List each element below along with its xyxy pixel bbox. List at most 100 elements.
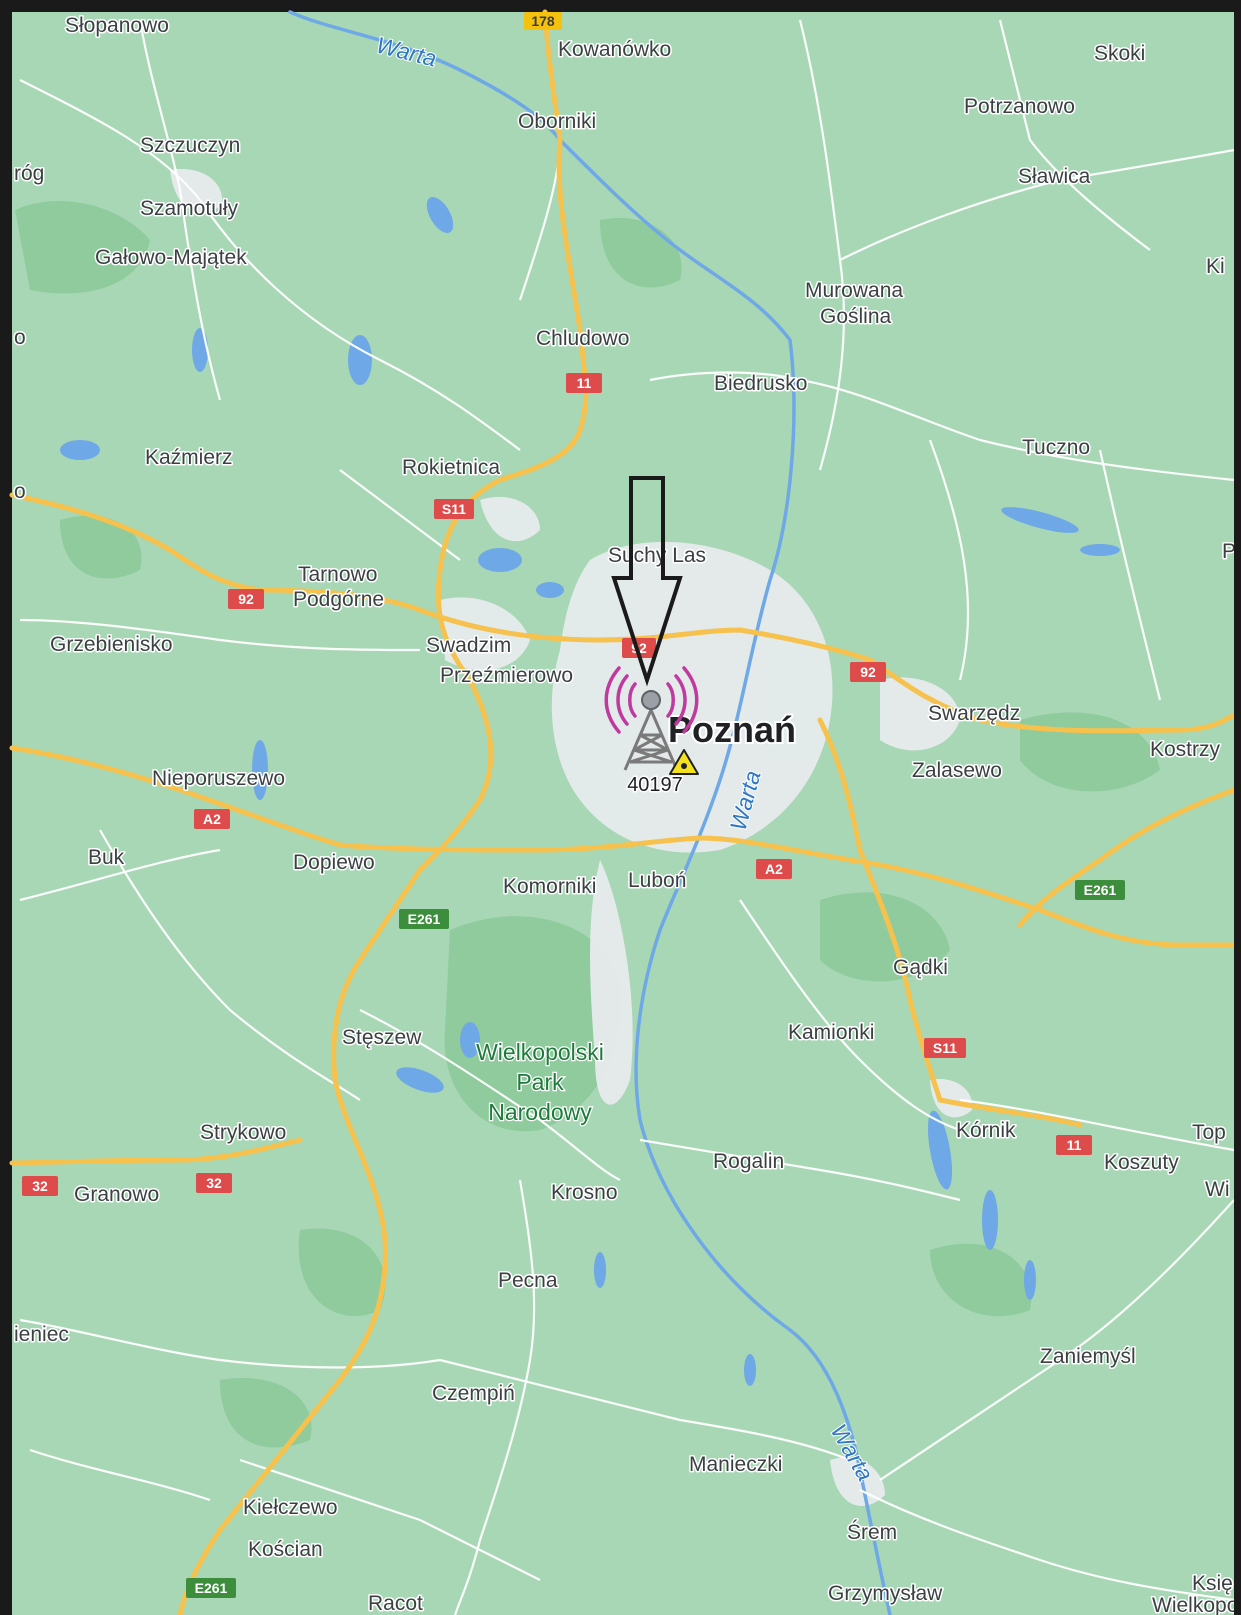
- town-label: Zalasewo: [912, 759, 1002, 782]
- town-label: Gałowo-Majątek: [95, 246, 247, 269]
- town-label: Strykowo: [200, 1121, 286, 1144]
- town-label: Słopanowo: [65, 14, 169, 37]
- road-shield-178: 178: [524, 12, 562, 30]
- town-label: Swadzim: [426, 634, 511, 657]
- town-label: Tuczno: [1022, 436, 1090, 459]
- town-label: Koszuty: [1104, 1151, 1179, 1174]
- town-label: Kiełczewo: [243, 1496, 338, 1519]
- town-label: Pecna: [498, 1269, 558, 1292]
- road-shield-s11: S11: [434, 499, 474, 519]
- urban-area: [170, 169, 973, 1506]
- town-label: Manieczki: [689, 1453, 782, 1476]
- town-label: Komorniki: [503, 875, 596, 898]
- road-shield-32-west: 32: [22, 1176, 58, 1196]
- town-label: Rogalin: [713, 1150, 784, 1173]
- town-label: Krosno: [551, 1181, 618, 1204]
- town-label: Nieporuszewo: [152, 767, 285, 790]
- town-labels: Słopanowo Kowanówko Skoki Oborniki Potrz…: [13, 13, 1240, 1615]
- town-label: Kórnik: [956, 1119, 1016, 1142]
- town-label: o: [14, 480, 26, 503]
- svg-text:A2: A2: [203, 811, 221, 827]
- tower-id-label: 40197: [627, 774, 683, 796]
- town-label: Kaźmierz: [145, 446, 233, 469]
- svg-text:178: 178: [531, 13, 555, 29]
- major-roads: [9, 9, 1237, 1615]
- town-label: Granowo: [74, 1183, 159, 1206]
- map-frame-right-edge: [1234, 0, 1241, 1615]
- town-label: Kowanówko: [558, 38, 671, 61]
- town-label: Kościan: [248, 1538, 323, 1561]
- town-label: Oborniki: [518, 110, 596, 133]
- svg-text:A2: A2: [765, 861, 783, 877]
- road-shield-32-east: 32: [196, 1173, 232, 1193]
- town-label: Dopiewo: [293, 851, 375, 874]
- town-label: Gądki: [893, 956, 948, 979]
- svg-text:32: 32: [206, 1175, 222, 1191]
- river-warta: [288, 10, 892, 1615]
- town-label: Grzymysław: [828, 1582, 943, 1605]
- road-shields: 178 11 S11 92 92 92 A2 A2: [22, 12, 1125, 1598]
- road-shield-11: 11: [566, 373, 602, 393]
- road-shield-a2-west: A2: [194, 809, 230, 829]
- town-label: Wi: [1205, 1178, 1230, 1201]
- town-label: Sławica: [1018, 165, 1091, 188]
- town-label: Czempiń: [432, 1382, 515, 1405]
- town-label: Racot: [368, 1592, 423, 1615]
- town-label: Suchy Las: [608, 544, 706, 567]
- town-label: Luboń: [628, 869, 686, 892]
- town-label: Wielkopo: [1152, 1594, 1238, 1615]
- town-label: Śrem: [847, 1520, 897, 1544]
- park-label-line: Park: [516, 1069, 564, 1095]
- town-label: Szczuczyn: [140, 134, 240, 157]
- svg-text:E261: E261: [408, 911, 441, 927]
- cell-tower-icon[interactable]: [604, 666, 699, 771]
- svg-text:32: 32: [32, 1178, 48, 1194]
- town-label: Stęszew: [342, 1026, 422, 1049]
- town-label: Księ: [1192, 1572, 1233, 1595]
- svg-text:S11: S11: [442, 501, 466, 517]
- road-shield-e261-west: E261: [399, 909, 449, 929]
- town-label: Kostrzy: [1150, 738, 1221, 761]
- town-label: Biedrusko: [714, 372, 807, 395]
- road-shield-92-east: 92: [850, 662, 886, 682]
- down-arrow-icon: [611, 476, 683, 687]
- svg-text:92: 92: [860, 664, 876, 680]
- park-label: Wielkopolski Park Narodowy: [475, 1038, 605, 1127]
- road-shield-e261-east: E261: [1075, 880, 1125, 900]
- park-label-line: Narodowy: [488, 1099, 592, 1125]
- road-shield-s11-south: S11: [924, 1038, 966, 1058]
- town-label: Rokietnica: [402, 456, 500, 479]
- town-label: Zaniemyśl: [1040, 1345, 1136, 1368]
- road-shield-a2-east: A2: [756, 859, 792, 879]
- road-shield-e261-south: E261: [186, 1578, 236, 1598]
- town-label: Tarnowo: [298, 563, 377, 586]
- lakes: [60, 196, 1120, 1386]
- town-label: Ki: [1206, 255, 1225, 278]
- town-label: Grzebienisko: [50, 633, 173, 656]
- road-shield-11-south: 11: [1056, 1135, 1092, 1155]
- svg-text:E261: E261: [195, 1580, 228, 1596]
- town-label: róg: [14, 162, 44, 185]
- town-label: Swarzędz: [928, 702, 1020, 725]
- town-label: P: [1222, 540, 1236, 563]
- svg-text:92: 92: [238, 591, 254, 607]
- svg-text:E261: E261: [1084, 882, 1117, 898]
- svg-text:S11: S11: [933, 1040, 957, 1056]
- town-label: Goślina: [820, 305, 892, 328]
- town-label: Buk: [88, 846, 125, 869]
- town-label: Szamotuły: [140, 197, 239, 220]
- town-label: Potrzanowo: [964, 95, 1075, 118]
- town-label: Murowana: [805, 279, 903, 302]
- svg-text:11: 11: [577, 375, 592, 391]
- town-label: Skoki: [1094, 42, 1145, 65]
- town-label: ieniec: [14, 1323, 69, 1346]
- town-label: o: [14, 326, 26, 349]
- minor-roads: [19, 19, 1235, 1615]
- town-label: Przeźmierowo: [440, 664, 573, 687]
- town-label: Podgórne: [293, 588, 384, 611]
- town-label: Chludowo: [536, 327, 629, 350]
- road-shield-92-west: 92: [228, 589, 264, 609]
- town-label: Top: [1192, 1121, 1226, 1144]
- warning-triangle-icon: [669, 749, 699, 775]
